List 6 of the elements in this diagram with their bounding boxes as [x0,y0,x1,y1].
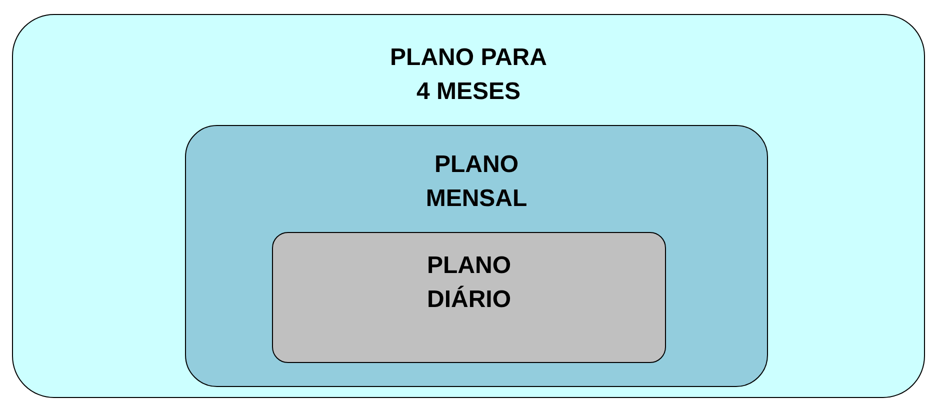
rounded-panel [272,232,666,363]
rounded-panel [185,125,768,387]
panel-title: PLANO DIÁRIO [426,251,512,315]
panel-title: PLANO PARA 4 MESES [389,43,548,107]
panel-title: PLANO MENSAL [424,150,528,214]
rounded-panel [12,14,925,398]
